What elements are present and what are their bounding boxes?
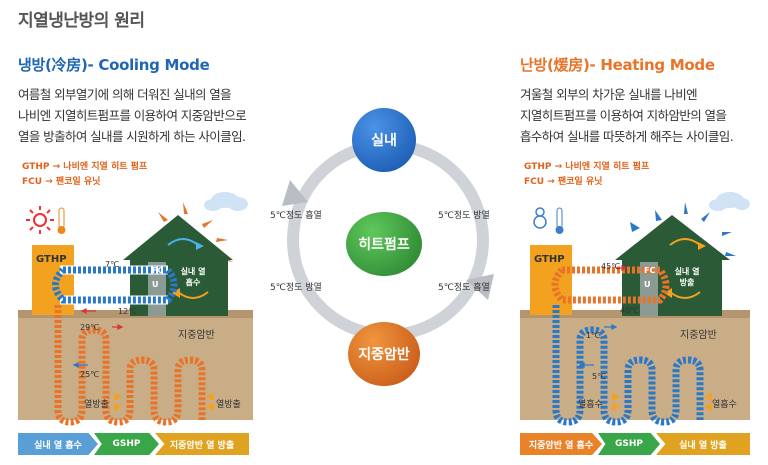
heating-desc-line: 겨울철 외부의 차가운 실내를 나비엔 — [520, 87, 698, 102]
cooling-desc-line: 여름철 외부열기에 의해 더워진 실내의 열을 — [18, 87, 232, 102]
cooling-footer: 실내 열 흡수 GSHP 지중암반 열 방출 — [18, 433, 253, 455]
heating-legend: GTHP → 나비엔 지열 히트 펌프 FCU → 팬코일 유닛 — [524, 160, 649, 190]
cooling-mode-title: 냉방(冷房)- Cooling Mode — [18, 56, 210, 74]
side-label-left: 열방출 — [84, 400, 109, 410]
side-label-right: 열흡수 — [712, 400, 737, 410]
footer-step-3: 지중암반 열 방출 — [155, 433, 249, 455]
legend-fcu: FCU → 팬코일 유닛 — [524, 177, 603, 187]
temp-40: 40℃ — [620, 306, 640, 315]
ground-loop-pipe — [54, 305, 206, 426]
side-label-right: 열방출 — [216, 400, 241, 410]
gthp-label: GTHP — [534, 254, 565, 265]
cycle-label-right-lower: 5℃정도 흡열 — [438, 283, 490, 293]
legend-fcu: FCU → 팬코일 유닛 — [22, 177, 101, 187]
cycle-arrow-right — [466, 274, 494, 300]
room-label: 실내 열 방출 — [674, 267, 700, 287]
cycle-arrow-left — [282, 180, 308, 206]
legend-gthp: GTHP → 나비엔 지열 히트 펌프 — [524, 162, 650, 172]
gthp-label: GTHP — [36, 254, 67, 265]
bubble-ground: 지중암반 — [348, 322, 420, 386]
cloud-icon — [709, 192, 750, 211]
cycle-label-left-lower: 5℃정도 방열 — [270, 283, 322, 293]
temp-12: 12℃ — [118, 307, 138, 316]
release-arrows — [114, 393, 214, 411]
indoor-loop-pipe — [551, 266, 670, 304]
thermometer-cold-icon — [555, 207, 564, 234]
fcu-label: FCU — [152, 266, 164, 289]
temp-7: 7℃ — [105, 260, 120, 269]
bubble-heatpump: 히트펌프 — [346, 212, 422, 276]
thermometer-hot-icon — [57, 207, 66, 234]
footer-step-1: 지중암반 열 흡수 — [520, 433, 602, 455]
temp-1: 1℃ — [586, 331, 601, 340]
absorb-arrows — [612, 393, 712, 411]
footer-step-2: GSHP — [94, 433, 159, 455]
heating-description: 겨울철 외부의 차가운 실내를 나비엔 지열히트펌프를 이용하여 지하암반의 열… — [520, 84, 734, 147]
legend-gthp: GTHP → 나비엔 지열 히트 펌프 — [22, 162, 148, 172]
temp-25: 25℃ — [80, 370, 100, 379]
flow-arrows — [80, 308, 124, 330]
side-label-left: 열흡수 — [578, 400, 603, 410]
cooling-description: 여름철 외부열기에 의해 더워진 실내의 열을 나비엔 지열히트펌프를 이용하여… — [18, 84, 247, 147]
cooling-desc-line: 열을 방출하여 실내를 시원하게 하는 사이클임. — [18, 129, 246, 144]
room-label: 실내 열 흡수 — [180, 267, 206, 287]
heating-desc-line: 흡수하여 실내를 따뜻하게 해주는 사이클임. — [520, 129, 734, 144]
snowman-icon — [533, 207, 547, 229]
cooling-diagram — [18, 192, 253, 426]
ground-loop-pipe — [552, 305, 704, 426]
sun-icon — [26, 206, 54, 234]
ground-label: 지중암반 — [178, 330, 215, 341]
flow-arrows — [616, 265, 628, 271]
cooling-desc-line: 나비엔 지열히트펌프를 이용하여 지중암반으로 — [18, 108, 247, 123]
cold-arrows-icon — [630, 202, 736, 256]
cycle-label-left-upper: 5℃정도 흡열 — [270, 211, 322, 221]
temp-45: 45℃ — [601, 262, 621, 271]
bubble-indoor: 실내 — [352, 108, 416, 172]
cloud-icon — [204, 192, 248, 211]
footer-step-3: 실내 열 방출 — [656, 433, 750, 455]
cycle-label-right-upper: 5℃정도 방열 — [438, 211, 490, 221]
footer-step-1: 실내 열 흡수 — [18, 433, 98, 455]
heating-mode-title: 난방(煖房)- Heating Mode — [520, 56, 715, 74]
cooling-legend: GTHP → 나비엔 지열 히트 펌프 FCU → 팬코일 유닛 — [22, 160, 147, 190]
heating-diagram — [520, 192, 750, 426]
page-title: 지열냉난방의 원리 — [18, 11, 145, 31]
temp-5: 5℃ — [592, 372, 607, 381]
fcu-label: FCU — [644, 266, 656, 289]
footer-step-2: GSHP — [598, 433, 660, 455]
ground-label: 지중암반 — [680, 330, 717, 341]
heating-footer: 지중암반 열 흡수 GSHP 실내 열 방출 — [520, 433, 750, 455]
heating-desc-line: 지열히트펌프를 이용하여 지하암반의 열을 — [520, 108, 727, 123]
temp-29: 29℃ — [80, 323, 100, 332]
